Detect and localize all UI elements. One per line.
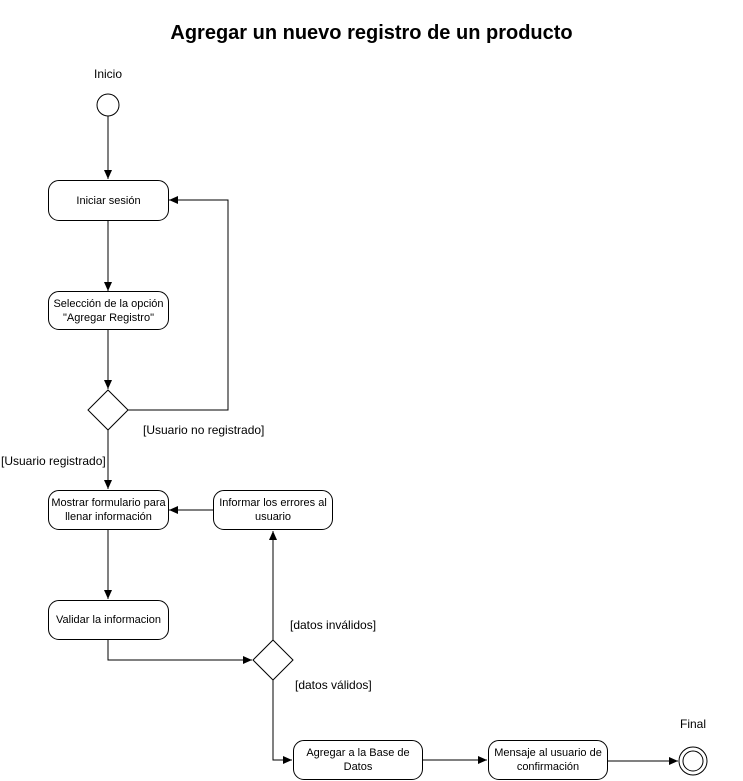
activity-iniciar-sesion: Iniciar sesión <box>48 180 169 221</box>
guard-datos-validos: [datos válidos] <box>295 678 372 692</box>
decision-data-valid <box>252 639 294 681</box>
activity-seleccion-opcion: Selección de la opción "Agregar Registro… <box>48 291 169 330</box>
activity-mensaje-confirmacion: Mensaje al usuario de confirmación <box>488 740 608 780</box>
end-node <box>678 746 708 776</box>
start-node <box>96 93 120 117</box>
diagram-title: Agregar un nuevo registro de un producto <box>170 22 573 44</box>
start-label: Inicio <box>94 67 123 81</box>
activity-validar-informacion: Validar la informacion <box>48 600 169 640</box>
guard-usuario-registrado: [Usuario registrado] <box>1 454 106 468</box>
decision-user-registered <box>87 389 129 431</box>
end-label: Final <box>680 717 707 731</box>
edge-decision-to-login <box>128 196 229 411</box>
guard-datos-invalidos: [datos inválidos] <box>290 618 377 632</box>
activity-agregar-base-datos: Agregar a la Base de Datos <box>293 740 423 780</box>
guard-usuario-no-registrado: [Usuario no registrado] <box>143 423 265 437</box>
edge-decision-to-database <box>272 680 292 764</box>
activity-mostrar-formulario: Mostrar formulario para llenar informaci… <box>48 490 169 530</box>
activity-informar-errores: Informar los errores al usuario <box>213 490 333 530</box>
edge-validate-to-decision <box>107 640 252 664</box>
